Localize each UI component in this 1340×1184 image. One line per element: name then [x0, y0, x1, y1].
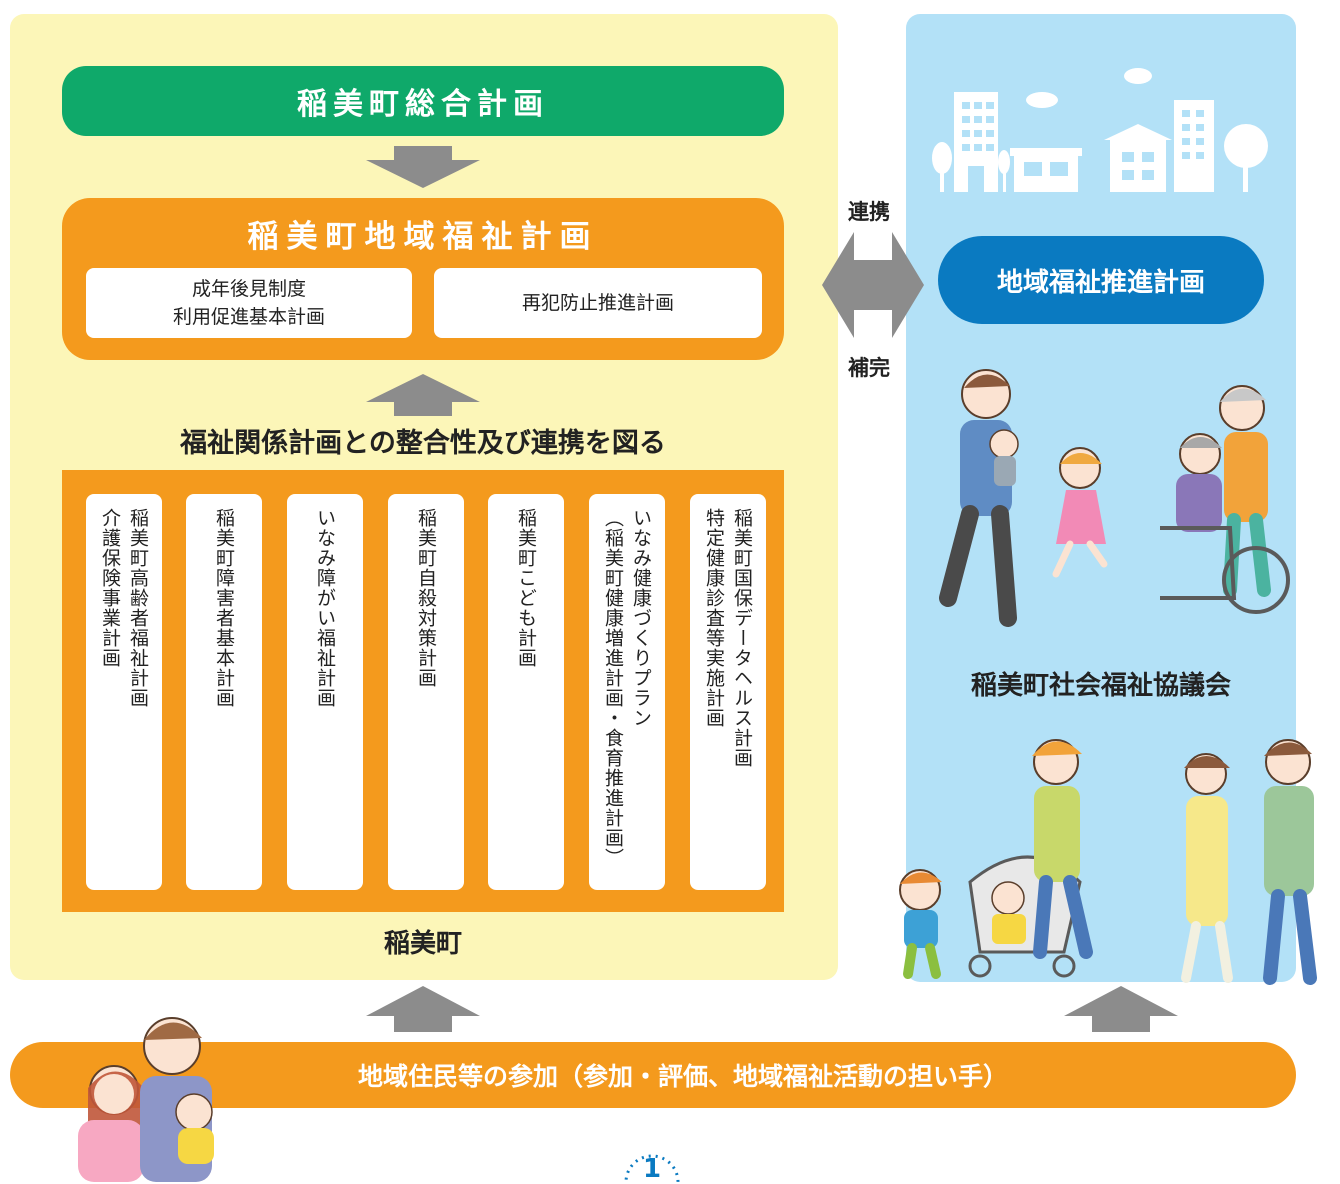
- related-plan-line: 稲美町自殺対策計画: [415, 508, 437, 688]
- related-plan-line: いなみ障がい福祉計画: [314, 508, 336, 708]
- recidivism-plan-box: 再犯防止推進計画: [434, 268, 762, 338]
- integration-caption: 福祉関係計画との整合性及び連携を図る: [180, 428, 666, 459]
- related-plan-data-health: 稲美町国保データヘルス計画 特定健康診査等実施計画: [690, 494, 766, 890]
- related-plan-line: 稲美町障害者基本計画: [213, 508, 235, 708]
- guardianship-plan-line-1: 成年後見制度: [191, 278, 306, 300]
- people-illustration-upper: [939, 369, 1290, 627]
- up-arrow-right-icon: [1064, 986, 1178, 1032]
- up-arrow-icon: [366, 374, 480, 416]
- double-arrow-icon: [822, 232, 924, 338]
- related-plan-line: 稲美町こども計画: [515, 508, 537, 668]
- town-label: 稲美町: [383, 929, 462, 959]
- related-plan-line: 特定健康診査等実施計画: [703, 508, 725, 728]
- related-plan-disability: 稲美町障害者基本計画: [186, 494, 262, 890]
- regional-welfare-plan-title: 稲美町地域福祉計画: [247, 218, 599, 255]
- related-plan-line: （稲美町健康増進計画・食育推進計画）: [602, 508, 624, 868]
- related-plan-line: 稲美町国保データヘルス計画: [731, 508, 753, 768]
- related-plan-line: 稲美町高齢者福祉計画: [127, 508, 149, 708]
- related-plan-suicide-prevention: 稲美町自殺対策計画: [388, 494, 464, 890]
- guardianship-plan-box: 成年後見制度 利用促進基本計画: [86, 268, 412, 338]
- related-plan-line: いなみ健康づくりプラン: [630, 508, 652, 728]
- recidivism-plan-label: 再犯防止推進計画: [521, 292, 674, 314]
- related-plan-disability-welfare: いなみ障がい福祉計画: [287, 494, 363, 890]
- family-illustration: [78, 1017, 214, 1182]
- link-label-cooperation: 連携: [848, 200, 890, 224]
- comprehensive-plan-box: 稲美町総合計画: [62, 66, 784, 136]
- down-arrow-icon: [366, 146, 480, 188]
- guardianship-plan-line-2: 利用促進基本計画: [172, 306, 325, 328]
- related-plan-line: 介護保険事業計画: [99, 508, 121, 668]
- people-illustration-lower: [899, 739, 1317, 985]
- participation-bar: 地域住民等の参加（参加・評価、地域福祉活動の担い手）: [10, 1042, 1296, 1108]
- promotion-plan-box: 地域福祉推進計画: [938, 236, 1264, 324]
- link-label-complement: 補完: [848, 356, 890, 380]
- town-illustration: [932, 68, 1268, 192]
- page-number: 1: [642, 1154, 662, 1184]
- up-arrow-left-icon: [366, 986, 480, 1032]
- related-plan-elderly: 稲美町高齢者福祉計画 介護保険事業計画: [86, 494, 162, 890]
- council-label: 稲美町社会福祉協議会: [970, 671, 1231, 701]
- related-plan-children: 稲美町こども計画: [488, 494, 564, 890]
- related-plan-health: いなみ健康づくりプラン （稲美町健康増進計画・食育推進計画）: [589, 494, 665, 890]
